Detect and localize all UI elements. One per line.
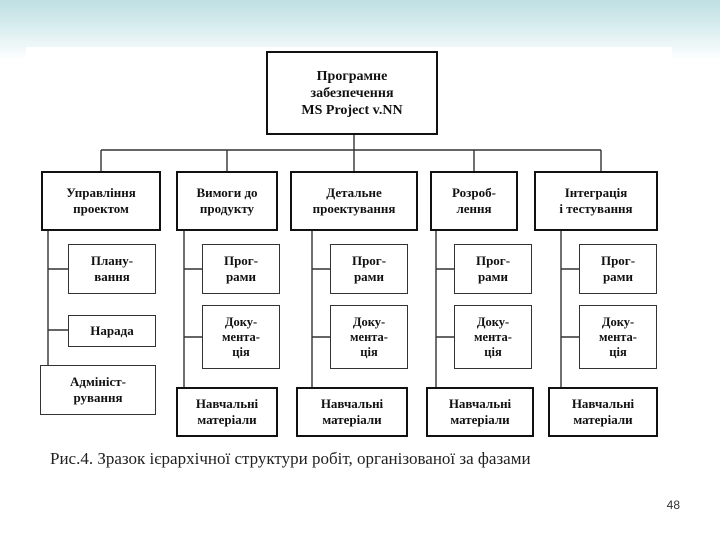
task-box-planning: Плану- вання <box>68 244 156 294</box>
phase-box-requirements: Вимоги до продукту <box>176 171 278 231</box>
task-box-training-materials: Навчальні матеріали <box>548 387 658 437</box>
task-box-training-materials: Навчальні матеріали <box>296 387 408 437</box>
root-box: Програмне забезпечення MS Project v.NN <box>266 51 438 135</box>
phase-box-integration-testing: Інтеграція і тестування <box>534 171 658 231</box>
task-box-programs: Прог- рами <box>579 244 657 294</box>
diagram-sheet: Програмне забезпечення MS Project v.NN У… <box>26 47 672 467</box>
phase-box-development: Розроб- лення <box>430 171 518 231</box>
task-box-programs: Прог- рами <box>202 244 280 294</box>
task-box-documentation: Доку- мента- ція <box>454 305 532 369</box>
task-box-training-materials: Навчальні матеріали <box>426 387 534 437</box>
connector-lines <box>47 135 602 407</box>
task-box-programs: Прог- рами <box>330 244 408 294</box>
phase-box-detailed-design: Детальне проектування <box>290 171 418 231</box>
task-box-administration: Адмініст- рування <box>40 365 156 415</box>
figure-caption: Рис.4. Зразок ієрархічної структури робі… <box>50 449 531 468</box>
task-box-training-materials: Навчальні матеріали <box>176 387 278 437</box>
task-box-programs: Прог- рами <box>454 244 532 294</box>
task-box-meeting: Нарада <box>68 315 156 347</box>
task-box-documentation: Доку- мента- ція <box>330 305 408 369</box>
task-box-documentation: Доку- мента- ція <box>579 305 657 369</box>
phase-box-management: Управління проектом <box>41 171 161 231</box>
task-box-documentation: Доку- мента- ція <box>202 305 280 369</box>
page-number: 48 <box>666 498 680 512</box>
